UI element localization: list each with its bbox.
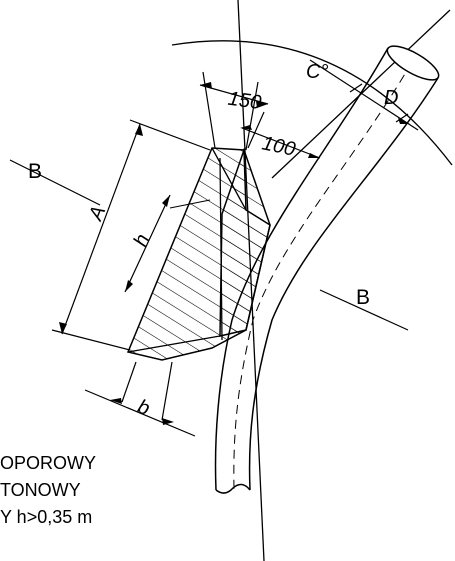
- note-line-1: OPOROWY: [0, 453, 97, 473]
- dimension-angle-diameter: [309, 59, 419, 131]
- height-h-label: h: [130, 231, 155, 250]
- concrete-thrust-block: [126, 147, 271, 361]
- section-b-left-label: B: [28, 160, 42, 183]
- diameter-label: D: [384, 87, 398, 109]
- width-150-label: 150: [227, 88, 263, 114]
- section-b-right-label: B: [356, 286, 370, 309]
- dimension-b: [84, 361, 196, 437]
- dimension-a: [51, 119, 211, 351]
- notes-block: OPOROWY TONOWY Y h>0,35 m: [0, 450, 250, 531]
- angle-label: C°: [306, 61, 328, 83]
- pipe: [214, 45, 440, 494]
- note-line-3: Y h>0,35 m: [0, 507, 93, 527]
- height-a-label: A: [84, 203, 110, 225]
- dimension-150: [199, 71, 269, 151]
- dimension-100: [240, 111, 321, 159]
- reference-arc: [171, 40, 453, 166]
- dimension-h: [124, 194, 171, 293]
- note-line-2: TONOWY: [0, 480, 81, 500]
- base-b-label: b: [135, 396, 153, 420]
- width-100-label: 100: [260, 132, 297, 160]
- section-line-right: [319, 289, 409, 331]
- section-line-left: [9, 159, 101, 206]
